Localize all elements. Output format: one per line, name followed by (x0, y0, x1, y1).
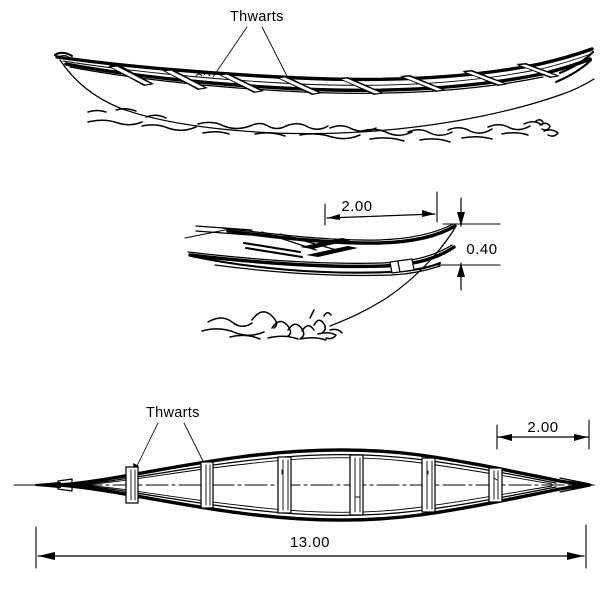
canoe-hull-elevation (53, 47, 595, 135)
view-plan: Thwarts 2.00 (13, 405, 596, 569)
canoe-hull-plan (34, 448, 596, 522)
plan-interior-marks (281, 469, 498, 498)
dimension-detail-length-value: 2.00 (341, 198, 372, 215)
thwarts-elevation (108, 63, 560, 95)
dimension-detail-depth-value: 0.40 (466, 241, 497, 258)
view-elevation-perspective: Thwarts (53, 9, 595, 143)
dimension-plan-length: 13.00 (35, 524, 587, 569)
interior-sketch-marks-elevation (195, 72, 211, 77)
dimension-plan-length-value: 13.00 (290, 534, 330, 551)
canoe-hull-stern-detail (184, 223, 457, 327)
thwarts-label-plan: Thwarts (146, 405, 200, 421)
view-stern-detail-perspective: 2.00 0.40 (184, 191, 501, 341)
thwarts-label-elevation: Thwarts (230, 9, 284, 25)
thwarts-leader-lines-elevation (212, 26, 291, 83)
dimension-plan-beam: 2.00 (496, 419, 590, 450)
thwarts-plan (125, 454, 503, 516)
dimension-detail-length: 2.00 (324, 191, 438, 226)
dimension-detail-depth: 0.40 (435, 197, 501, 291)
waterline-waves-elevation (87, 107, 559, 143)
dimension-plan-beam-value: 2.00 (527, 419, 558, 436)
waterline-waves-detail (201, 309, 343, 341)
